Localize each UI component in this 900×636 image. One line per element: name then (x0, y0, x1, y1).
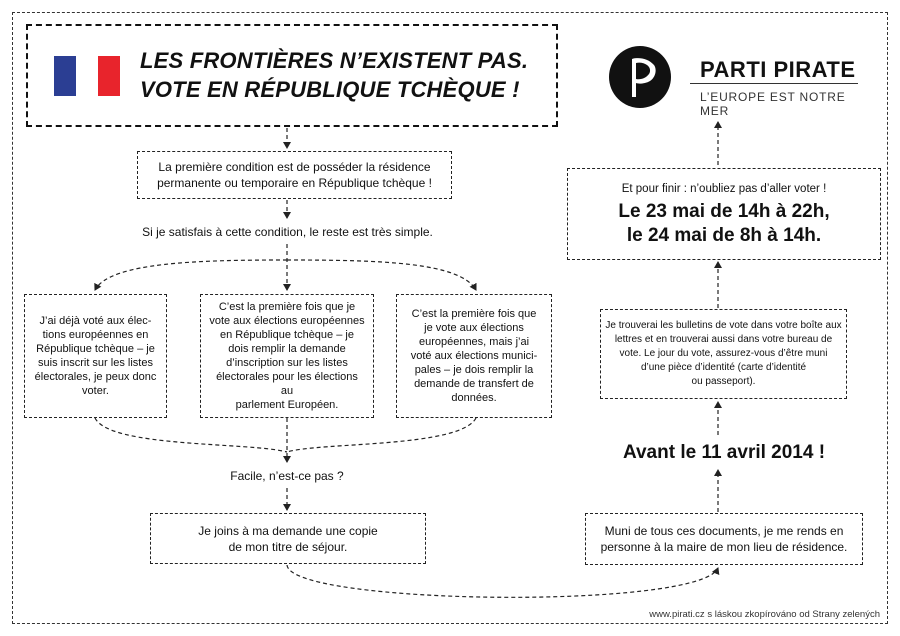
option-line: dois remplir la demande (228, 343, 346, 355)
pirate-flag-icon (609, 46, 671, 108)
french-flag (54, 56, 120, 96)
outer-frame (12, 12, 888, 624)
title-line: LES FRONTIÈRES N’EXISTENT PAS. (140, 48, 529, 73)
copie-box: Je joins à ma demande une copie de mon t… (150, 513, 426, 564)
option-line: C’est la première fois que je (218, 301, 356, 313)
final-date: Le 23 mai de 14h à 22h, (618, 201, 830, 222)
pirate-party-logo: PARTI PIRATE L’EUROPE EST NOTRE MER (608, 45, 868, 118)
flag-white-stripe (76, 56, 98, 96)
option-line: vote aux élections européennes (209, 315, 365, 327)
option-line: suis inscrit sur les listes (38, 357, 153, 369)
condition-line: permanente ou temporaire en République t… (157, 176, 432, 190)
flag-blue-stripe (54, 56, 76, 96)
muni-line: Muni de tous ces documents, je me rends … (604, 524, 844, 538)
option-box-transfer: C’est la première fois que je vote aux é… (396, 294, 552, 418)
option-box-first-time: C’est la première fois que je vote aux é… (200, 294, 374, 418)
muni-box: Muni de tous ces documents, je me rends … (585, 513, 863, 565)
option-line: données. (451, 392, 497, 404)
option-line: demande de transfert de (414, 378, 534, 390)
option-line: voter. (82, 385, 109, 397)
flag-red-stripe (98, 56, 120, 96)
final-date: le 24 mai de 8h à 14h. (626, 225, 822, 246)
title-box: LES FRONTIÈRES N’EXISTENT PAS. VOTE EN R… (26, 24, 558, 127)
final-intro: Et pour finir : n’oubliez pas d’aller vo… (621, 183, 827, 195)
option-line: électorales, je peux donc (34, 371, 157, 383)
option-line: pales – je dois remplir la (414, 364, 534, 376)
bulletins-box: Je trouverai les bulletins de vote dans … (600, 309, 847, 399)
option-line: parlement Européen. (235, 399, 339, 411)
option-line: voté aux élections munici- (410, 350, 538, 362)
logo-name: PARTI PIRATE (700, 57, 856, 82)
bulletins-line: d’une pièce d’identité (carte d’identité (640, 362, 807, 373)
page-title: LES FRONTIÈRES N’EXISTENT PAS. VOTE EN R… (140, 46, 550, 104)
bulletins-line: lettres et en trouverai aussi dans votre… (614, 334, 833, 345)
option-line: République tchèque – je (36, 343, 155, 355)
logo-slogan: L’EUROPE EST NOTRE MER (700, 90, 846, 118)
option-line: tions européennes en (42, 329, 149, 341)
logo-rule (690, 83, 858, 84)
copie-line: de mon titre de séjour. (228, 539, 348, 554)
bulletins-line: ou passeport). (691, 376, 756, 387)
option-line: d’inscription sur les listes (226, 357, 348, 369)
option-box-already-voted: J’ai déjà voté aux élec- tions européenn… (24, 294, 167, 418)
option-line: européennes, mais j’ai (418, 336, 530, 348)
bulletins-line: Je trouverai les bulletins de vote dans … (605, 320, 842, 331)
facile-text: Facile, n’est-ce pas ? (230, 469, 344, 483)
muni-line: personne à la maire de mon lieu de résid… (600, 540, 848, 554)
option-line: je vote aux élections (424, 322, 524, 334)
condition-box: La première condition est de posséder la… (137, 151, 452, 199)
bulletins-line: vote. Le jour du vote, assurez-vous d’êt… (619, 348, 828, 359)
deadline-text: Avant le 11 avril 2014 ! (622, 442, 826, 463)
option-line: en République tchèque – je (220, 329, 354, 341)
simple-text: Si je satisfais à cette condition, le re… (142, 225, 433, 239)
option-line: J’ai déjà voté aux élec- (39, 315, 152, 327)
option-line: C’est la première fois que (411, 308, 537, 320)
copie-line: Je joins à ma demande une copie (198, 523, 378, 538)
condition-line: La première condition est de posséder la… (158, 160, 431, 174)
final-box: Et pour finir : n’oubliez pas d’aller vo… (567, 168, 881, 260)
option-line: électorales pour les élections au (216, 371, 358, 397)
title-line: VOTE EN RÉPUBLIQUE TCHÈQUE ! (140, 77, 520, 102)
footer-text: www.pirati.cz s láskou zkopírováno od St… (649, 609, 880, 620)
